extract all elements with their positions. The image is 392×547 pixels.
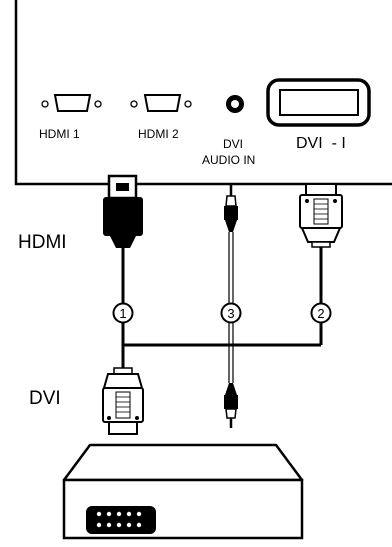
dvi-audio-label-line1: DVI [223, 137, 244, 151]
dvi-i-port-label: DVI - I [296, 135, 346, 152]
marker-2: 2 [310, 302, 332, 324]
hdmi-cable [103, 174, 143, 372]
hdmi1-port-icon [41, 94, 102, 112]
hdmi2-port-icon [130, 94, 192, 112]
dvi-top-plug [299, 183, 343, 248]
svg-text:1: 1 [119, 306, 126, 321]
hdmi2-port-label: HDMI 2 [138, 127, 179, 141]
svg-text:3: 3 [227, 306, 234, 321]
dvi-bottom-plug [102, 367, 144, 435]
source-device-icon [62, 443, 304, 540]
svg-text:2: 2 [317, 306, 324, 321]
monitor-panel-outline [14, 0, 392, 186]
audio-bottom-plug [224, 383, 238, 428]
dvi-i-port-icon [266, 78, 371, 127]
audio-top-plug [224, 184, 238, 232]
hdmi1-port-label: HDMI 1 [39, 127, 80, 141]
marker-1: 1 [112, 302, 134, 324]
marker-3: 3 [220, 302, 242, 324]
hdmi-cable-label: HDMI [18, 232, 67, 253]
dvi-cable-label: DVI [29, 388, 61, 409]
dvi-audio-label-line2: AUDIO IN [202, 153, 256, 167]
audio-jack-icon [226, 95, 244, 113]
